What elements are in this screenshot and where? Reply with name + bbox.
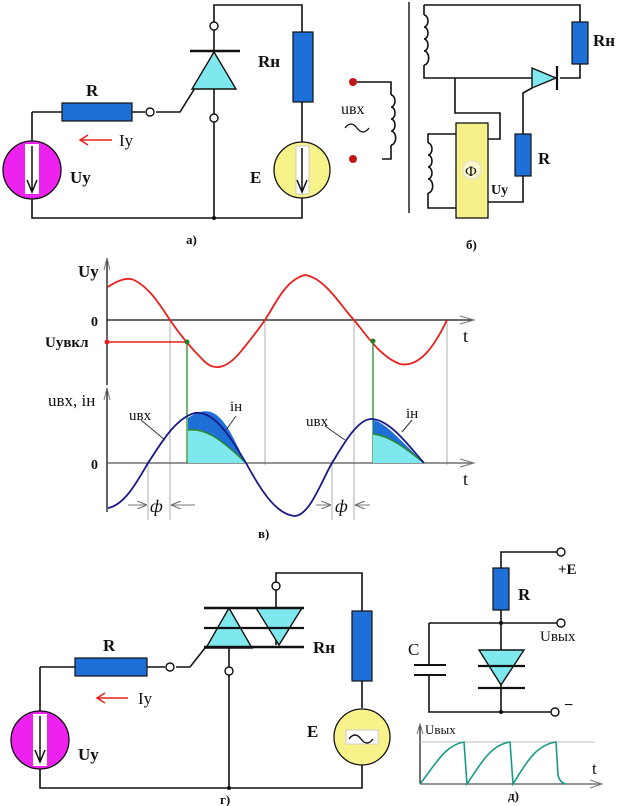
panel-v-timing	[103, 257, 476, 520]
label-uy-b: Uу	[491, 183, 508, 198]
load-current-fill-2-light	[373, 434, 424, 463]
control-source-arrow-icon-g	[34, 716, 46, 764]
current-arrow-icon-g	[95, 692, 128, 704]
gate-terminal	[145, 107, 155, 117]
label-r-g: R	[103, 636, 116, 655]
caption-a: а)	[186, 232, 197, 247]
main-terminal-top	[271, 581, 281, 591]
label-r-d: R	[518, 585, 531, 604]
sine-icon	[344, 123, 370, 133]
resistor-r-g	[74, 657, 148, 677]
panel-d-circuit	[414, 547, 604, 789]
label-r: R	[86, 81, 99, 100]
label-lower-axis: uвх, iн	[48, 391, 95, 410]
label-plus-e: +E	[558, 562, 577, 578]
label-zero-lower: 0	[91, 458, 98, 473]
label-t-upper: t	[463, 326, 468, 346]
label-phi: Ф	[465, 164, 477, 180]
label-uvx: uвх	[341, 101, 365, 118]
label-in-2: iн	[406, 406, 418, 422]
label-saw-axis: Uвых	[425, 722, 456, 737]
label-uy: Uу	[70, 168, 91, 187]
current-arrow-icon	[78, 134, 112, 146]
load-resistor-g	[351, 610, 373, 682]
control-voltage-curve	[107, 274, 448, 368]
label-rn-g: Rн	[313, 638, 335, 657]
resistor-b	[514, 133, 532, 177]
plus-e-terminal	[556, 547, 566, 557]
caption-b: б)	[466, 237, 477, 252]
resistor-d	[492, 567, 510, 611]
label-saw-t: t	[592, 759, 597, 778]
load-resistor	[292, 31, 314, 103]
label-phase-2: ф	[335, 496, 348, 516]
label-e-g: E	[307, 722, 318, 741]
secondary-coil	[423, 14, 430, 66]
main-terminal-bottom	[224, 666, 234, 676]
label-iy-g: Iу	[138, 689, 153, 708]
load-resistor-b	[571, 21, 589, 65]
panel-b-circuit	[344, 2, 589, 219]
label-uvyx: Uвых	[540, 629, 576, 645]
input-voltage-curve	[107, 412, 425, 517]
ac-sine-icon	[348, 734, 374, 744]
output-terminal	[556, 618, 566, 628]
loop-wire	[31, 4, 303, 219]
caption-g: г)	[220, 792, 230, 806]
input-terminal-top	[349, 78, 357, 86]
gate-terminal-g	[165, 662, 175, 672]
minus-terminal	[550, 707, 560, 717]
label-phase-1: ф	[150, 496, 163, 516]
label-zero-upper: 0	[91, 315, 98, 330]
panel-a-circuit	[2, 4, 331, 220]
caption-d: д)	[508, 788, 519, 803]
label-minus: −	[564, 697, 573, 714]
label-threshold: Uувкл	[45, 335, 89, 351]
label-iy: Iу	[119, 131, 134, 150]
thyristor-triangle	[190, 50, 238, 90]
cathode-terminal	[209, 113, 219, 123]
triac-triangle-down	[254, 607, 304, 647]
label-c: C	[408, 640, 419, 659]
label-rn-b: Rн	[593, 31, 615, 50]
load-current-fill-1-light	[188, 429, 246, 463]
label-t-lower: t	[463, 469, 468, 489]
label-r-b: R	[538, 149, 551, 168]
label-e: E	[250, 168, 261, 187]
caption-v: в)	[258, 526, 269, 541]
label-uy-axis: Uу	[78, 262, 99, 281]
resistor-r	[61, 102, 133, 122]
sawtooth-curve	[419, 741, 567, 787]
control-source-arrow-icon	[26, 146, 38, 194]
phase-shifter-coil	[427, 142, 434, 194]
anode-terminal	[209, 21, 219, 31]
thyristor-b	[531, 66, 558, 90]
label-uy-g: Uу	[78, 745, 99, 764]
label-uvx-1: uвх	[129, 408, 152, 424]
label-in-1: iн	[230, 399, 242, 415]
label-uvx-2: uвх	[306, 414, 329, 430]
input-terminal-bottom	[349, 155, 357, 163]
gate-wire	[32, 87, 196, 113]
supply-arrow-icon	[296, 148, 308, 194]
dinistor-triangle	[477, 649, 526, 687]
primary-coil	[390, 94, 397, 146]
label-rn: Rн	[258, 52, 280, 71]
panel-g-circuit	[10, 572, 391, 790]
